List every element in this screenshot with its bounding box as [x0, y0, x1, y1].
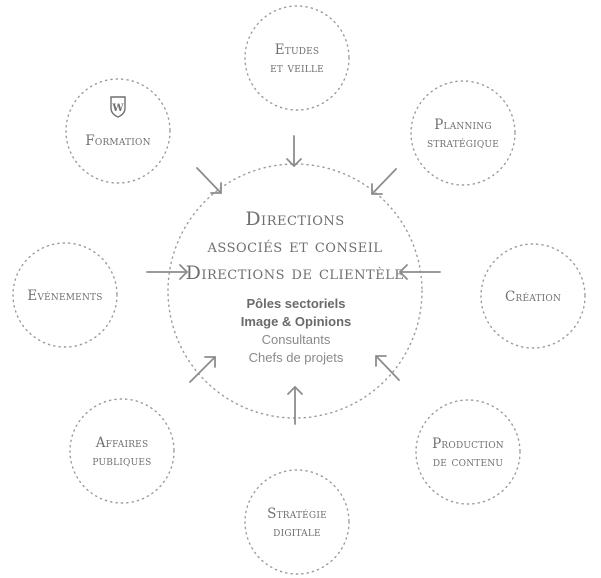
center-body-line-3: Consultants [262, 332, 331, 347]
arrow-bottom-left [189, 356, 216, 383]
arrow-bottom [287, 386, 303, 425]
satellite-planning: Planning stratégique [410, 80, 516, 186]
shield-w-icon: W [110, 96, 126, 118]
satellite-creation-circle [480, 243, 586, 349]
satellite-production-line-2: de contenu [433, 454, 503, 470]
satellite-formation: W Formation [65, 78, 171, 184]
arrow-top-left [196, 167, 222, 194]
satellite-etudes-line-2: et veille [270, 60, 324, 76]
satellite-production-circle [415, 399, 521, 505]
center-node: Directions associés et conseil Direction… [167, 163, 423, 419]
satellite-strategie-line-2: digitale [273, 524, 321, 540]
center-circle [167, 163, 423, 419]
center-body-line-2: Image & Opinions [241, 314, 352, 329]
satellite-evenements: Evénements [12, 242, 118, 348]
satellite-creation: Création [480, 243, 586, 349]
arrow-right [399, 264, 441, 280]
satellite-etudes-line-1: Etudes [275, 42, 320, 58]
arrow-top-right [371, 168, 397, 195]
satellite-affaires: Affaires publiques [69, 398, 175, 504]
satellite-affaires-circle [69, 398, 175, 504]
arrow-bottom-right [375, 355, 400, 381]
center-title-line-3: Directions de clientèle [186, 262, 405, 284]
satellite-planning-line-2: stratégique [427, 135, 499, 151]
satellite-formation-circle [65, 78, 171, 184]
satellite-etudes-circle [244, 5, 350, 111]
satellite-strategie: Stratégie digitale [244, 469, 350, 575]
center-title-line-1: Directions [245, 208, 344, 230]
satellite-production: Production de contenu [415, 399, 521, 505]
satellite-formation-line-1: Formation [85, 133, 150, 149]
center-body-line-4: Chefs de projets [249, 350, 344, 365]
svg-text:W: W [111, 103, 124, 114]
arrow-top [286, 135, 302, 167]
satellite-affaires-line-2: publiques [92, 453, 151, 469]
satellite-creation-line-1: Création [505, 289, 561, 305]
satellite-strategie-circle [244, 469, 350, 575]
center-body-line-1: Pôles sectoriels [247, 296, 346, 311]
satellite-strategie-line-1: Stratégie [267, 506, 327, 522]
satellite-evenements-line-1: Evénements [27, 288, 102, 304]
satellite-planning-circle [410, 80, 516, 186]
satellite-planning-line-1: Planning [434, 117, 492, 133]
satellite-evenements-circle [12, 242, 118, 348]
satellite-etudes: Etudes et veille [244, 5, 350, 111]
arrow-left [146, 264, 188, 280]
satellite-affaires-line-1: Affaires [95, 435, 149, 451]
center-title-line-2: associés et conseil [207, 235, 383, 257]
satellite-production-line-1: Production [432, 436, 504, 452]
